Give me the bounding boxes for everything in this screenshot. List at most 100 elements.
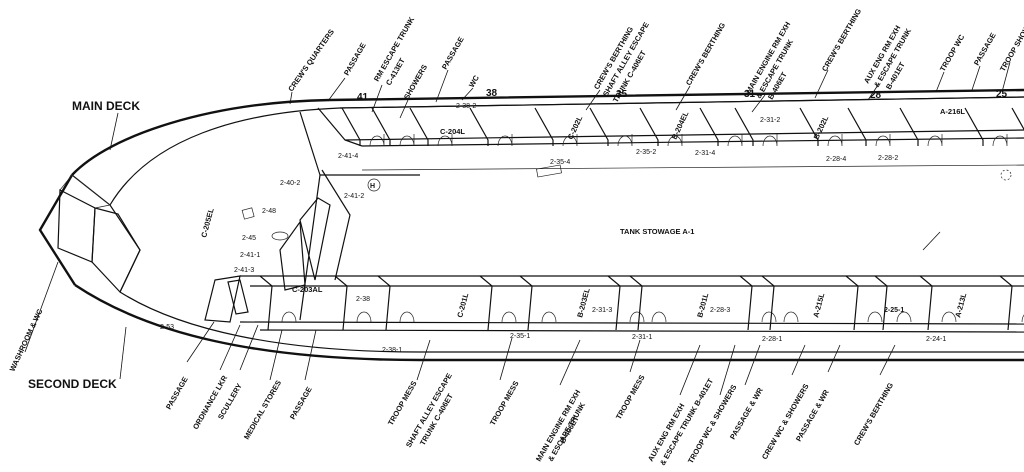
ref-number: 2-53 (160, 324, 174, 331)
door-arc (667, 134, 683, 147)
compartment-b202l: B-202L (812, 114, 831, 141)
compartment-b204el: B-204EL (670, 109, 691, 140)
upper-compartment-strip (339, 96, 1024, 171)
ref-number: 2-45 (242, 235, 256, 242)
ref-number: 2-48 (262, 208, 276, 215)
bulkhead-wall (409, 107, 429, 146)
label-troop-wc: TROOP WC (938, 32, 967, 73)
label-crews-quarters: CREW'S QUARTERS (286, 27, 336, 93)
bulkhead-wall (699, 107, 719, 146)
upper-bulkheads (341, 107, 1024, 147)
door-arc (867, 311, 883, 323)
label-crews-berthing: CREW'S BERTHING (684, 21, 727, 87)
bulkhead-wall (534, 107, 554, 146)
ref-number: 2-41-2 (344, 193, 364, 200)
ref-number: 2-28-3 (710, 307, 730, 314)
door-arc (651, 311, 667, 323)
compartment-c204l: C-204L (440, 127, 465, 136)
label-wc: WC (467, 73, 481, 89)
ref-number: 2-35-1 (510, 333, 530, 340)
door-arc (941, 311, 957, 323)
label-troop-wc-showers: TROOP WC & SHOWERS (686, 383, 739, 465)
forward-compartments (204, 107, 1012, 323)
bulkhead-wall (341, 107, 361, 146)
door-arc (399, 134, 415, 147)
label-medical-stores: MEDICAL STORES (242, 379, 283, 441)
frame-number: 38 (486, 88, 498, 99)
leader-lines (24, 61, 1011, 396)
door-arc (927, 134, 943, 147)
bulkhead-wall (259, 275, 273, 331)
label-troop-mess: TROOP MESS (386, 379, 419, 427)
lower-compartment-strip (239, 275, 1024, 333)
door-arc (1021, 314, 1024, 323)
label-troop-mess: TROOP MESS (614, 373, 647, 421)
compartment-b203el: B-203EL (575, 287, 592, 319)
door-arc (437, 134, 453, 147)
hatch-mark: H (370, 183, 375, 190)
label-passage: PASSAGE (342, 41, 368, 77)
door-arc (783, 311, 799, 323)
bulkhead-wall (739, 275, 753, 331)
label-passage: PASSAGE (164, 375, 190, 411)
compartment-a213l: A-213L (953, 292, 968, 319)
door-arc (541, 311, 557, 323)
bulkhead-wall (874, 275, 888, 331)
deck-labels: MAIN DECK SECOND DECK (28, 99, 140, 391)
door-arc (399, 311, 415, 323)
frame-number: 41 (357, 92, 369, 103)
ref-number: 2-41-1 (240, 252, 260, 259)
door-arc (281, 311, 297, 323)
door-arc (562, 134, 578, 147)
label-showers: SHOWERS (402, 63, 429, 101)
bulkhead-wall (629, 275, 643, 331)
ref-number: 2-28-4 (826, 156, 846, 163)
bulkhead-wall (334, 275, 348, 331)
ref-number: 2-38-2 (456, 103, 476, 110)
door-arc (497, 134, 513, 147)
ref-number: 2-31-2 (760, 117, 780, 124)
door-arc (992, 134, 1008, 147)
bulkhead-wall (845, 275, 859, 331)
bulkhead-wall (377, 275, 391, 331)
tank-stowage-label: TANK STOWAGE A-1 (620, 227, 694, 236)
bulkhead-wall (589, 107, 609, 146)
lower-bulkheads (259, 275, 1024, 331)
ref-number: 2-31-1 (632, 334, 652, 341)
ref-number: 2-28-1 (762, 336, 782, 343)
compartment-a215l: A-215L (811, 292, 826, 319)
ref-number: 2-40-2 (280, 180, 300, 187)
hull-outline (38, 88, 1024, 362)
bulkhead-wall (479, 275, 493, 331)
bow-washroom-block (57, 174, 141, 294)
upper-compartment-labels: CREW'S QUARTERS PASSAGE RM ESCAPE TRUNK … (286, 7, 1024, 104)
compartment-c201l: C-201L (455, 292, 470, 319)
ref-number: 2-38 (356, 296, 370, 303)
door-arc (761, 311, 777, 323)
bulkhead-wall (761, 275, 775, 331)
frame-number: 35 (616, 89, 628, 100)
door-arc (501, 311, 517, 323)
bulkhead-wall (999, 275, 1013, 331)
ref-number: 2-35-2 (636, 149, 656, 156)
frame-number: 31 (744, 89, 756, 100)
bulkhead-wall (899, 107, 919, 146)
bulkhead-wall (919, 275, 933, 331)
bulkhead-wall (964, 107, 984, 146)
label-crews-berthing: CREW'S BERTHING (852, 381, 895, 447)
compartment-a216l: A-216L (940, 107, 965, 116)
ref-number: 2-41-4 (338, 153, 358, 160)
ref-number: 2-25-1 (884, 307, 904, 314)
door-arc (875, 134, 891, 147)
label-passage: PASSAGE (288, 385, 314, 421)
bulkhead-wall (1011, 107, 1024, 131)
label-passage: PASSAGE (440, 35, 466, 71)
compartment-c203al: C-203AL (292, 285, 323, 294)
ref-number: 2-24-1 (926, 336, 946, 343)
bulkhead-wall (734, 107, 754, 146)
bulkhead-wall (519, 275, 533, 331)
ref-number: 2-28-2 (878, 155, 898, 162)
ref-number: 2-31-4 (695, 150, 715, 157)
door-arc (827, 134, 843, 147)
